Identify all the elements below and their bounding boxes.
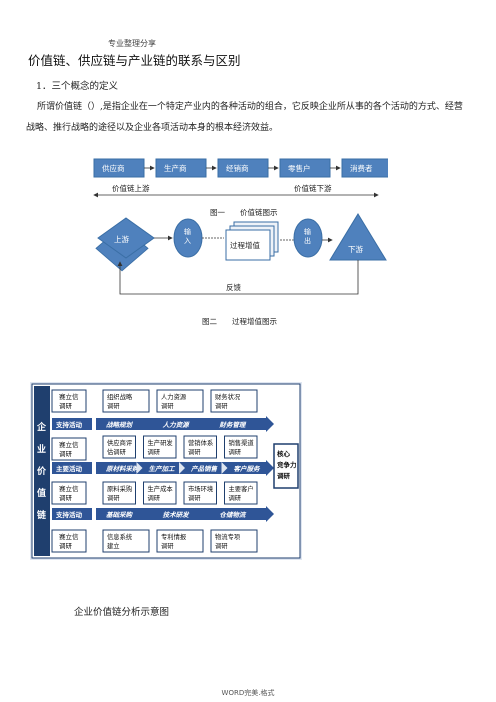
cell-text: 组织战略调研 — [107, 392, 133, 410]
side-char: 企 — [36, 421, 47, 433]
chain-box-label: 供应商 — [102, 163, 125, 173]
left-label — [52, 462, 92, 474]
cell-text: 原料采购调研 — [107, 484, 132, 502]
left-label — [52, 418, 92, 430]
process-box — [225, 229, 271, 261]
figure-process: 上游 输入 过程增值 输出 下游 反馈 图二 过程增值图示 — [95, 213, 387, 326]
svg-text:战略规划: 战略规划 — [106, 421, 134, 429]
svg-text:支持活动: 支持活动 — [55, 420, 83, 429]
page-title: 价值链、供应链与产业链的联系与区别 — [28, 53, 241, 68]
svg-text:仓储物流: 仓储物流 — [219, 511, 247, 519]
feedback-text: 反馈 — [226, 282, 241, 292]
activity-cell — [183, 435, 217, 459]
svg-text:产品销售: 产品销售 — [190, 465, 219, 473]
side-char: 价 — [37, 466, 47, 477]
svg-text:财务管理: 财务管理 — [218, 421, 247, 429]
svg-text:原材料采购: 原材料采购 — [105, 465, 140, 473]
chain-box-label: 零售户 — [288, 163, 311, 173]
activity-band — [96, 508, 266, 520]
feedback-arrow — [117, 260, 359, 295]
activity-cell — [156, 529, 204, 553]
figure-enterprise-value-chain: 企业价值链赛立信调研赛立信调研赛立信调研赛立信调研支持活动主要活动支持活动组织战… — [30, 382, 302, 560]
upstream-text: 上游 — [114, 234, 129, 244]
cell-text: 财务状况调研 — [215, 392, 241, 410]
upstream-label: 价值链上游 — [112, 183, 150, 193]
downstream-text: 下游 — [348, 244, 363, 254]
figure-value-chain: 供应商 生产商 经销商 零售户 消费者 价值链上游 价值链下游 图一 价值链图示 — [93, 158, 388, 217]
chain-box-label: 消费者 — [350, 163, 373, 173]
header-note: 专业整理分享 — [108, 39, 156, 48]
side-char: 业 — [37, 443, 46, 455]
svg-text:生产加工: 生产加工 — [149, 465, 177, 473]
cell-text: 市场环境调研 — [188, 484, 213, 502]
side-char: 值 — [37, 487, 46, 499]
footer: WORD完美.格式 — [221, 689, 275, 697]
svg-text:技术研发: 技术研发 — [163, 511, 191, 519]
cell-text: 专利情报调研 — [161, 532, 187, 550]
activity-cell — [210, 389, 258, 413]
svg-text:人力资源: 人力资源 — [163, 421, 191, 429]
cell-text: 人力资源调研 — [161, 392, 187, 410]
activity-band — [96, 418, 266, 430]
figure2-caption: 图二 过程增值图示 — [202, 316, 277, 326]
side-strip — [34, 386, 50, 556]
svg-text:支持活动: 支持活动 — [55, 510, 83, 519]
cell-text: 赛立信调研 — [59, 440, 79, 458]
output-ellipse — [293, 218, 323, 258]
figure3-caption: 企业价值链分析示意图 — [74, 607, 170, 618]
cell-text: 赛立信调研 — [59, 532, 79, 550]
chain-box-4 — [341, 158, 388, 178]
input-text: 输入 — [184, 227, 191, 245]
activity-cell — [183, 481, 217, 505]
core-competence-box — [273, 443, 299, 489]
downstream-label: 价值链下游 — [294, 183, 332, 193]
activity-cell — [102, 481, 136, 505]
cell-text: 生产研发调研 — [148, 438, 174, 456]
activity-cell — [143, 481, 177, 505]
cell-text: 赛立信调研 — [59, 392, 79, 410]
activity-cell — [224, 435, 258, 459]
activity-cell — [102, 389, 150, 413]
activity-cell — [156, 389, 204, 413]
cell-text: 赛立信调研 — [59, 484, 79, 502]
activity-cell — [210, 529, 258, 553]
svg-text:主要活动: 主要活动 — [56, 464, 83, 473]
chain-box-label: 经销商 — [226, 163, 249, 173]
activity-cell — [143, 435, 177, 459]
left-label — [52, 508, 92, 520]
svg-text:客户服务: 客户服务 — [234, 465, 262, 473]
cell-text: 销售渠道调研 — [229, 438, 255, 456]
cell-text: 信息系统建立 — [107, 532, 133, 550]
paragraph: 所谓价值链（）,是指企业在一个特定产业内的各种活动的组合，它反映企业所从事的各个… — [26, 102, 463, 133]
cell-text: 主要客户调研 — [229, 484, 254, 502]
process-text: 过程增值 — [230, 240, 260, 250]
activity-cell — [224, 481, 258, 505]
chain-box-label: 生产商 — [164, 163, 187, 173]
output-text: 输出 — [304, 227, 311, 245]
left-cell — [51, 437, 87, 461]
cell-text: 生产成本调研 — [148, 484, 174, 502]
core-text: 竞争力 — [277, 460, 297, 469]
figure1-caption: 图一 价值链图示 — [210, 207, 278, 217]
cell-text: 营销体系调研 — [188, 438, 213, 456]
left-cell — [51, 481, 87, 505]
section-heading: 1．三个概念的定义 — [36, 81, 119, 92]
activity-cell — [102, 435, 136, 459]
core-text: 核心 — [277, 449, 291, 458]
core-text: 调研 — [277, 471, 291, 480]
activity-cell — [102, 529, 150, 553]
cell-text: 供应商评估调研 — [107, 438, 133, 456]
side-char: 链 — [37, 509, 47, 521]
left-cell — [51, 389, 87, 413]
cell-text: 物流专项调研 — [215, 532, 241, 550]
left-cell — [51, 529, 87, 553]
svg-text:基础采购: 基础采购 — [106, 511, 134, 519]
